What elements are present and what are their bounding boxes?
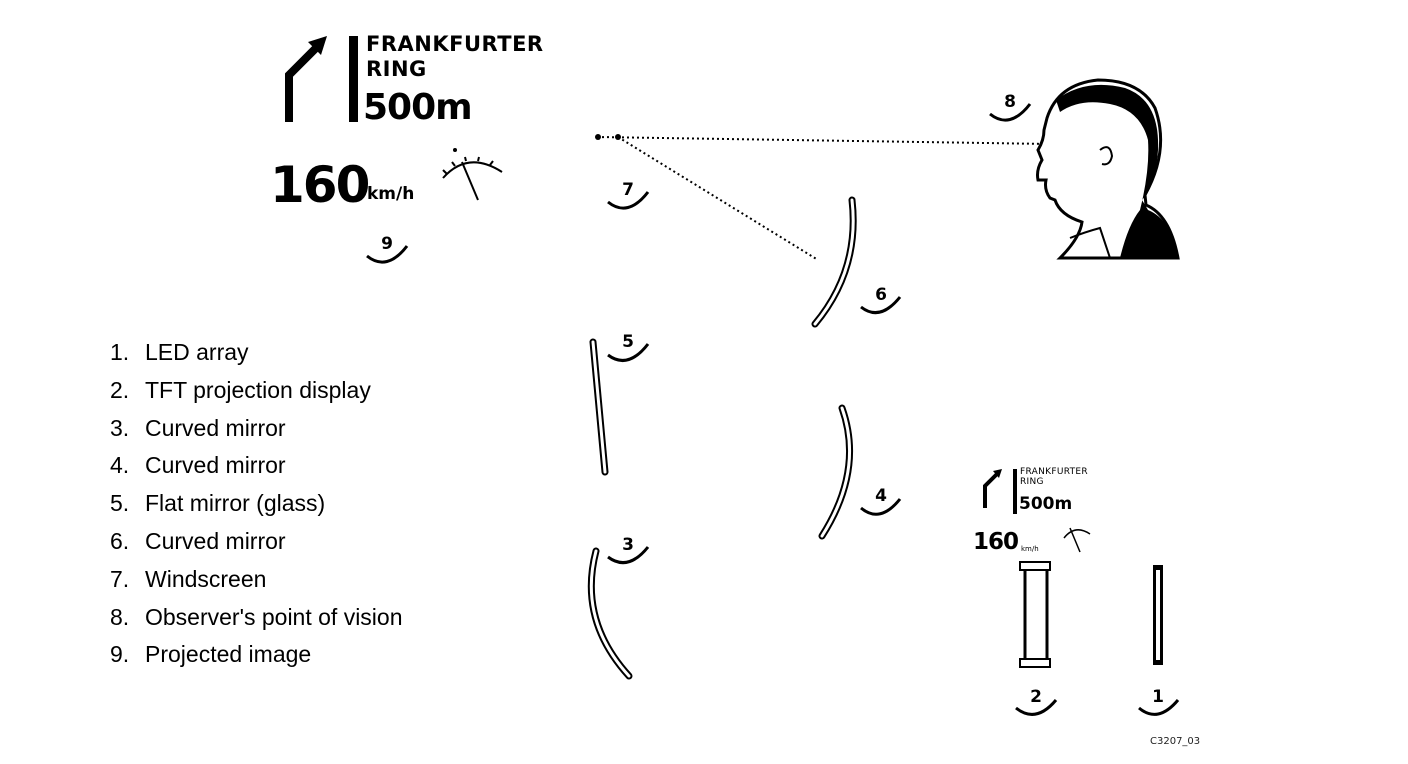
led-array [1153, 565, 1163, 665]
sign-bar [349, 36, 358, 122]
small-sign-bar [1013, 469, 1017, 514]
windscreen-point [615, 134, 621, 140]
legend-label: Observer's point of vision [145, 603, 403, 630]
legend-item: 5. Flat mirror (glass) [110, 489, 403, 527]
sign-line-1: FRANKFURTER [366, 32, 544, 56]
sight-lines [596, 136, 1051, 261]
speed-unit: km/h [367, 184, 415, 204]
legend-item: 7. Windscreen [110, 565, 403, 603]
projection-point [595, 134, 601, 140]
legend-label: TFT projection display [145, 376, 371, 403]
legend-label: Curved mirror [145, 527, 286, 554]
sign-line-2: RING [366, 57, 427, 81]
turn-arrow-icon [285, 36, 327, 122]
callout-9: 9 [367, 230, 407, 270]
sign-distance: 500m [363, 87, 473, 128]
legend-label: Curved mirror [145, 452, 286, 479]
callout-6: 6 [861, 281, 901, 321]
legend-label: Flat mirror (glass) [145, 490, 326, 517]
legend-number: 7. [110, 565, 130, 592]
curved-mirror-4 [818, 404, 854, 540]
callout-label: 8 [1004, 92, 1016, 112]
callout-5: 5 [608, 328, 648, 368]
callout-3: 3 [608, 531, 648, 571]
legend-number: 2. [110, 376, 130, 403]
callout-label: 1 [1152, 687, 1164, 707]
callout-label: 5 [622, 332, 634, 352]
small-sign-distance: 500m [1019, 494, 1073, 514]
legend-label: Curved mirror [145, 414, 286, 441]
legend-item: 1. LED array [110, 338, 403, 376]
legend-item: 9. Projected image [110, 640, 403, 678]
callout-7: 7 [608, 176, 648, 216]
legend-item: 2. TFT projection display [110, 376, 403, 414]
small-sign-line-2: RING [1020, 477, 1044, 487]
small-turn-arrow-icon [983, 469, 1002, 508]
legend-item: 6. Curved mirror [110, 527, 403, 565]
legend-number: 1. [110, 339, 130, 365]
legend-label: LED array [145, 339, 249, 365]
callout-1: 1 [1138, 683, 1178, 723]
observer-head-icon [1036, 78, 1180, 260]
legend-number: 3. [110, 414, 130, 441]
small-speed-unit: km/h [1021, 545, 1039, 553]
legend-label: Windscreen [145, 565, 267, 592]
legend-number: 4. [110, 452, 130, 479]
speed-gauge-icon [442, 148, 503, 201]
legend-item: 8. Observer's point of vision [110, 603, 403, 641]
speed-value: 160 [270, 156, 370, 214]
legend-item: 4. Curved mirror [110, 451, 403, 489]
callout-4: 4 [861, 482, 901, 522]
callout-label: 3 [622, 535, 634, 555]
legend-list: 1. LED array 2. TFT projection display 3. C… [110, 338, 403, 678]
callout-2: 2 [1016, 683, 1056, 723]
legend-number: 8. [110, 603, 130, 630]
figure-code: C3207_03 [1150, 736, 1201, 747]
callout-hooks [366, 103, 1180, 716]
callout-label: 2 [1030, 687, 1042, 707]
legend-number: 6. [110, 527, 130, 554]
callout-8: 8 [990, 88, 1030, 128]
small-speed-gauge-icon [1063, 527, 1091, 553]
small-speed-value: 160 [973, 529, 1019, 555]
small-sign-line-1: FRANKFURTER [1020, 467, 1088, 477]
legend-label: Projected image [145, 641, 312, 668]
callout-label: 7 [622, 180, 634, 200]
tft-projection-display [1019, 561, 1051, 668]
legend-item: 3. Curved mirror [110, 414, 403, 452]
legend-number: 5. [110, 490, 130, 517]
callout-label: 4 [875, 486, 887, 506]
callout-label: 9 [381, 234, 393, 254]
legend-number: 9. [110, 641, 130, 668]
callout-label: 6 [875, 285, 887, 305]
